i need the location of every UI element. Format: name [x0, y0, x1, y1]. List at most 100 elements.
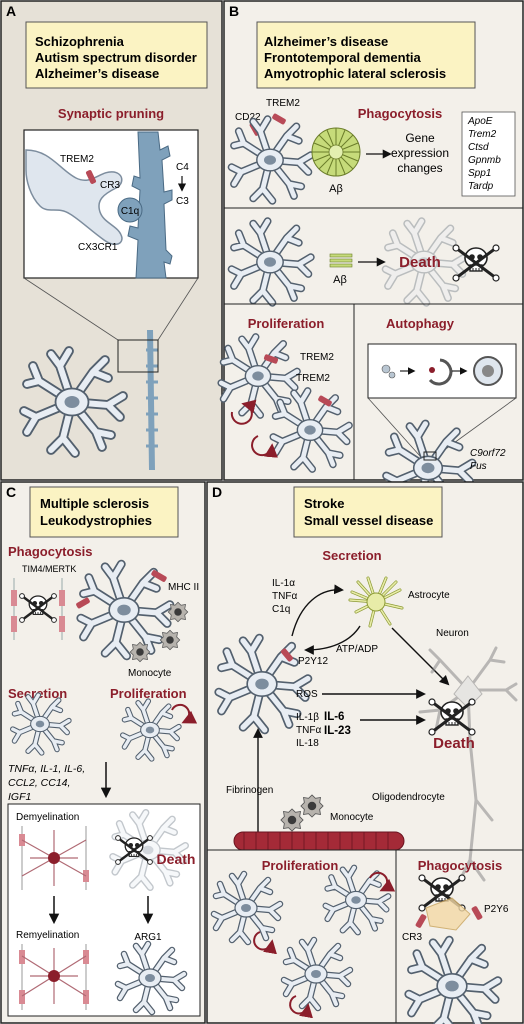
- proliferation-cycle-arrow-d-2: [369, 871, 396, 892]
- phagophore: [428, 358, 453, 386]
- cytokines-c-line-3: IGF1: [8, 791, 31, 803]
- label-tim4-mertk: TIM4/MERTK: [22, 564, 76, 574]
- zoom-lines: [23, 277, 199, 341]
- panel-b-letter: B: [229, 3, 239, 19]
- cargo-1: [381, 364, 391, 374]
- trem2-receptor: [85, 170, 97, 184]
- panel-c-proliferation-title: Proliferation: [110, 686, 187, 701]
- p2y12-receptor: [281, 648, 293, 662]
- panel-d-disease-1: Stroke: [304, 496, 344, 511]
- label-c4: C4: [176, 162, 189, 173]
- label-neuron: Neuron: [436, 628, 469, 639]
- label-remyelination: Remyelination: [16, 930, 79, 941]
- amyloid-beta-cluster: [311, 127, 361, 177]
- cyto1-line-3: C1q: [272, 604, 290, 615]
- dendrite-spine: [127, 131, 173, 279]
- gene-spp1: Spp1: [468, 168, 491, 179]
- phagophore-cargo: [429, 367, 435, 373]
- panel-b-disease-box: [256, 21, 476, 89]
- cargo-2: [388, 371, 396, 379]
- panel-c-phagocytosis-title: Phagocytosis: [8, 544, 93, 559]
- panel-c-outcome-box: [7, 803, 201, 1017]
- label-cd22: CD22: [235, 112, 261, 123]
- label-c3: C3: [176, 196, 189, 207]
- panel-a: A Schizophrenia Autism spectrum disorder…: [0, 0, 223, 481]
- panel-b: B Alzheimer’s disease Frontotemporal dem…: [221, 0, 524, 512]
- label-cr3-d: CR3: [402, 932, 422, 943]
- label-trem2: TREM2: [60, 154, 94, 165]
- panel-c-disease-box: [29, 486, 179, 538]
- label-mhc-ii: MHC II: [168, 582, 199, 593]
- cyto2-right-line-2: IL-23: [324, 725, 351, 737]
- panel-b-autophagy-title: Autophagy: [386, 316, 455, 331]
- label-p2y12: P2Y12: [298, 656, 328, 667]
- arrow-astrocyte-to-death: [391, 627, 450, 686]
- arrow-astrocyte-to-microglia: [304, 625, 361, 655]
- panel-c-letter: C: [6, 484, 16, 500]
- cyto2-left-line-1: IL-1β: [296, 712, 319, 723]
- gene-apoe: ApoE: [467, 116, 493, 127]
- label-oligodendrocyte: Oligodendrocyte: [372, 792, 445, 803]
- panel-a-letter: A: [6, 3, 16, 19]
- neuron: [418, 646, 518, 882]
- proliferation-cycle-arrow-d-1: [253, 931, 277, 955]
- trem2-receptor-prolif-2: [318, 395, 332, 407]
- trem2-receptor-prolif-1: [263, 354, 279, 364]
- gene-ctsd: Ctsd: [468, 142, 489, 153]
- panel-b-disease-1: Alzheimer’s disease: [264, 34, 388, 49]
- cr3-receptor: [415, 914, 427, 928]
- monocyte-c-3: [129, 641, 151, 663]
- autophagosome-content: [482, 365, 494, 377]
- label-trem2-prolif-2: TREM2: [296, 373, 330, 384]
- proliferation-cycle-arrow-2: [251, 435, 278, 458]
- arrow-microglia-to-astrocyte: [291, 584, 344, 637]
- panel-d-letter: D: [212, 484, 222, 500]
- proliferation-cycle-arrow-d-3: [289, 995, 313, 1019]
- label-arg1: ARG1: [134, 932, 162, 943]
- autophagy-source-box: [423, 451, 437, 461]
- cyto1-line-1: IL-1α: [272, 578, 295, 589]
- label-astrocyte: Astrocyte: [408, 590, 450, 601]
- gene-expression-line-2: expression: [391, 146, 449, 160]
- label-monocyte-d: Monocyte: [330, 812, 374, 823]
- panel-a-disease-2: Autism spectrum disorder: [35, 50, 197, 65]
- zoom-source-box: [117, 339, 159, 373]
- gene-expression-line-1: Gene: [405, 131, 435, 145]
- cyto2-left-line-3: IL-18: [296, 738, 319, 749]
- monocyte-d-2: [300, 794, 324, 818]
- monocyte-d-1: [280, 808, 304, 832]
- phagocytosed-neuron: [425, 897, 471, 931]
- panel-b-death-label: Death: [399, 254, 441, 271]
- dendrite-spines: [146, 348, 158, 448]
- label-atp-adp: ATP/ADP: [336, 644, 378, 655]
- gene-c9orf72: C9orf72: [470, 448, 506, 459]
- panel-c-disease-1: Multiple sclerosis: [40, 496, 149, 511]
- panel-a-process-title: Synaptic pruning: [58, 106, 164, 121]
- panel-b-proliferation-title: Proliferation: [248, 316, 325, 331]
- panel-d-proliferation-title: Proliferation: [262, 858, 339, 873]
- label-trem2-b: TREM2: [266, 98, 300, 109]
- panel-d-disease-2: Small vessel disease: [304, 513, 433, 528]
- c1q-sphere: [117, 197, 143, 223]
- cyto2-left-line-2: TNFα: [296, 725, 321, 736]
- gene-gpnmb: Gpnmb: [468, 155, 501, 166]
- panel-b-disease-2: Frontotemporal dementia: [264, 50, 422, 65]
- cyto1-line-2: TNFα: [272, 591, 297, 602]
- cyto2-right-line-1: IL-6: [324, 711, 344, 723]
- panel-b-phagocytosis-title: Phagocytosis: [358, 106, 443, 121]
- label-abeta-1: Aβ: [329, 183, 343, 195]
- label-cx3cr1: CX3CR1: [78, 242, 118, 253]
- blood-vessel: [233, 831, 405, 851]
- panel-d-disease-box: [293, 486, 443, 538]
- panel-c: C Multiple sclerosis Leukodystrophies Ph…: [0, 481, 206, 1024]
- myelinated-axons-debris: [11, 578, 65, 640]
- panel-a-disease-3: Alzheimer’s disease: [35, 66, 159, 81]
- tim4-mertk-receptor: [76, 597, 90, 609]
- label-trem2-prolif-1: TREM2: [300, 352, 334, 363]
- mhc-ii-receptor: [151, 570, 167, 582]
- proliferation-cycle-arrow-c: [171, 703, 198, 724]
- gene-expression-line-3: changes: [397, 161, 442, 175]
- amyloid-fibrils: [329, 253, 353, 268]
- gene-fus: Fus: [470, 461, 487, 472]
